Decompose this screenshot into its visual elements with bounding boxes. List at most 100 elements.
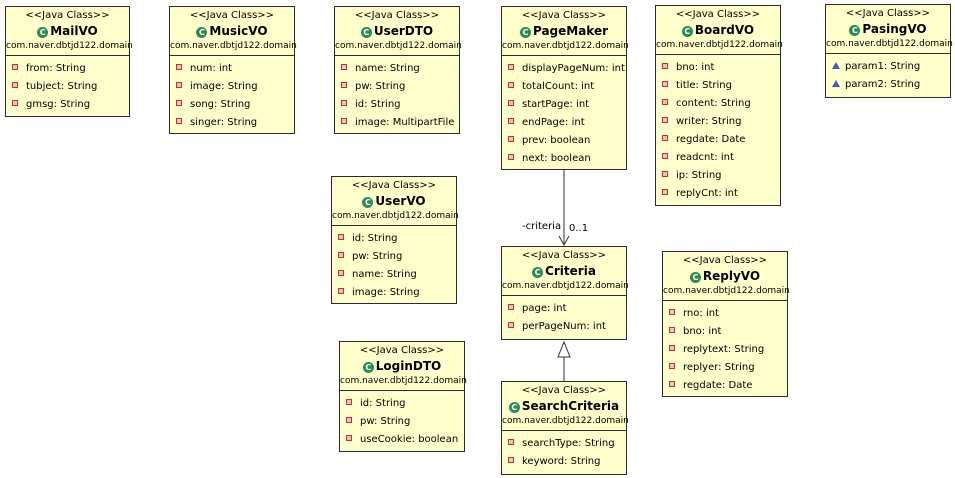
class-stereotype: <<Java Class>> xyxy=(521,385,607,396)
attribute-row: keyword: String xyxy=(502,453,626,471)
attribute-text: replyCnt: int xyxy=(676,188,738,199)
attribute-row: pw: String xyxy=(335,78,459,96)
attribute-row: gmsg: String xyxy=(6,96,129,114)
class-stereotype: <<Java Class>> xyxy=(359,345,445,356)
attribute-row: song: String xyxy=(170,96,294,114)
attribute-text: regdate: Date xyxy=(683,380,753,391)
attribute-row: image: String xyxy=(170,78,294,96)
attribute-row: title: String xyxy=(656,77,780,95)
private-visibility-icon xyxy=(508,100,514,106)
class-name: SearchCriteria xyxy=(521,399,620,413)
private-visibility-icon xyxy=(338,234,344,240)
attribute-text: endPage: int xyxy=(522,117,585,128)
attribute-text: name: String xyxy=(355,63,420,74)
attribute-row: replyCnt: int xyxy=(656,185,780,203)
private-visibility-icon xyxy=(341,118,347,124)
attribute-text: searchType: String xyxy=(522,438,615,449)
private-visibility-icon xyxy=(662,189,668,195)
private-visibility-icon xyxy=(176,100,182,106)
private-visibility-icon xyxy=(662,81,668,87)
attribute-text: singer: String xyxy=(190,117,258,128)
class-stereotype: <<Java Class>> xyxy=(521,10,607,21)
private-visibility-icon xyxy=(176,82,182,88)
class-stereotype: <<Java Class>> xyxy=(354,10,440,21)
class-package: com.naver.dbtjd122.domain xyxy=(502,281,629,291)
class-name: PageMaker xyxy=(532,24,609,38)
attribute-text: bno: int xyxy=(683,326,722,337)
class-c-icon: C xyxy=(362,197,374,208)
class-c-icon: C xyxy=(681,26,693,37)
private-visibility-icon xyxy=(176,118,182,124)
attribute-text: pw: String xyxy=(360,416,411,427)
attribute-row: endPage: int xyxy=(502,114,626,132)
attribute-row: name: String xyxy=(332,266,456,284)
class-name: MailVO xyxy=(50,24,98,38)
attribute-text: keyword: String xyxy=(522,456,601,467)
class-stereotype: <<Java Class>> xyxy=(682,255,768,266)
attribute-row: searchType: String xyxy=(502,435,626,453)
class-c-icon: C xyxy=(532,267,544,278)
class-name: Criteria xyxy=(545,264,596,278)
class-stereotype: <<Java Class>> xyxy=(675,9,761,20)
attribute-row: id: String xyxy=(335,96,459,114)
attribute-row: perPageNum: int xyxy=(502,318,626,336)
attribute-row: param1: String xyxy=(826,58,950,76)
class-c-icon: C xyxy=(362,362,374,373)
attribute-row: prev: boolean xyxy=(502,132,626,150)
attribute-text: image: String xyxy=(352,287,420,298)
attribute-text: useCookie: boolean xyxy=(360,434,459,445)
attribute-row: displayPageNum: int xyxy=(502,60,626,78)
class-package: com.naver.dbtjd122.domain xyxy=(663,286,790,296)
class-c-icon: C xyxy=(37,27,49,38)
private-visibility-icon xyxy=(508,64,514,70)
attribute-text: rno: int xyxy=(683,308,719,319)
attribute-text: next: boolean xyxy=(522,153,591,164)
attribute-text: from: String xyxy=(26,63,86,74)
private-visibility-icon xyxy=(508,82,514,88)
attribute-row: writer: String xyxy=(656,113,780,131)
private-visibility-icon xyxy=(12,100,18,106)
attribute-row: ip: String xyxy=(656,167,780,185)
attribute-text: prev: boolean xyxy=(522,135,591,146)
class-name: UserDTO xyxy=(373,24,434,38)
class-package: com.naver.dbtjd122.domain xyxy=(826,39,953,49)
association-role-label: -criteria xyxy=(522,221,562,232)
private-visibility-icon xyxy=(508,457,514,463)
class-name: BoardVO xyxy=(694,23,755,37)
attribute-text: readcnt: int xyxy=(676,152,734,163)
attribute-text: title: String xyxy=(676,80,732,91)
class-package: com.naver.dbtjd122.domain xyxy=(502,416,629,426)
attribute-row: num: int xyxy=(170,60,294,78)
private-visibility-icon xyxy=(338,252,344,258)
private-visibility-icon xyxy=(669,327,675,333)
class-name: LoginDTO xyxy=(375,359,442,373)
package-visibility-icon xyxy=(832,62,840,69)
private-visibility-icon xyxy=(508,118,514,124)
